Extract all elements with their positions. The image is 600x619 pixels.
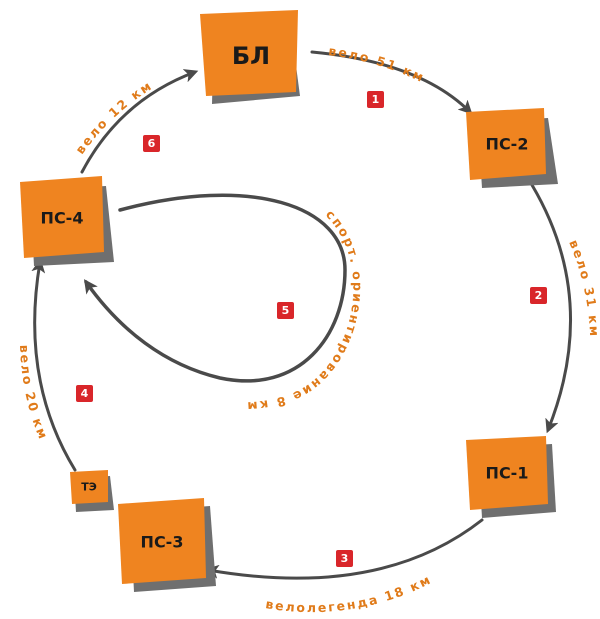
node-bl: БЛ [200, 10, 300, 104]
node-te-label: ТЭ [81, 481, 97, 494]
step-badge-1: 1 [367, 91, 384, 108]
step-number-5: 5 [282, 304, 290, 317]
arrow-te-to-ps4 [31, 258, 77, 472]
step-number-1: 1 [372, 93, 380, 106]
route-label-5: спорт. ориентирование 8 км [245, 207, 365, 415]
step-badge-4: 4 [76, 385, 93, 402]
node-ps3: ПС-3 [118, 498, 216, 592]
step-badge-2: 2 [530, 287, 547, 304]
arrow-bl-to-ps2 [310, 50, 473, 115]
node-ps2-label: ПС-2 [486, 135, 529, 154]
arrow-ps1-to-ps3 [204, 518, 484, 580]
route-label-6: вело 12 км [72, 77, 155, 156]
node-ps3-label: ПС-3 [141, 533, 184, 552]
route-label-1: вело 51 км [328, 43, 428, 85]
arrow-ps4-to-bl [80, 69, 199, 174]
node-te: ТЭ [70, 470, 114, 512]
node-bl-label: БЛ [232, 42, 270, 70]
step-badge-6: 6 [143, 135, 160, 152]
node-ps1: ПС-1 [466, 436, 556, 518]
node-ps2: ПС-2 [466, 108, 558, 188]
node-ps4: ПС-4 [20, 176, 114, 266]
node-ps1-label: ПС-1 [486, 464, 529, 483]
arrow-ps4-loop [83, 193, 347, 383]
node-ps4-label: ПС-4 [41, 209, 84, 228]
step-number-2: 2 [535, 289, 543, 302]
step-number-6: 6 [148, 137, 156, 150]
route-arrows [31, 50, 572, 580]
arrow-ps2-to-ps1 [530, 183, 572, 434]
step-badge-3: 3 [336, 550, 353, 567]
step-badge-5: 5 [277, 302, 294, 319]
route-label-4: вело 20 км [17, 345, 52, 443]
step-number-3: 3 [341, 552, 349, 565]
step-number-4: 4 [81, 387, 89, 400]
